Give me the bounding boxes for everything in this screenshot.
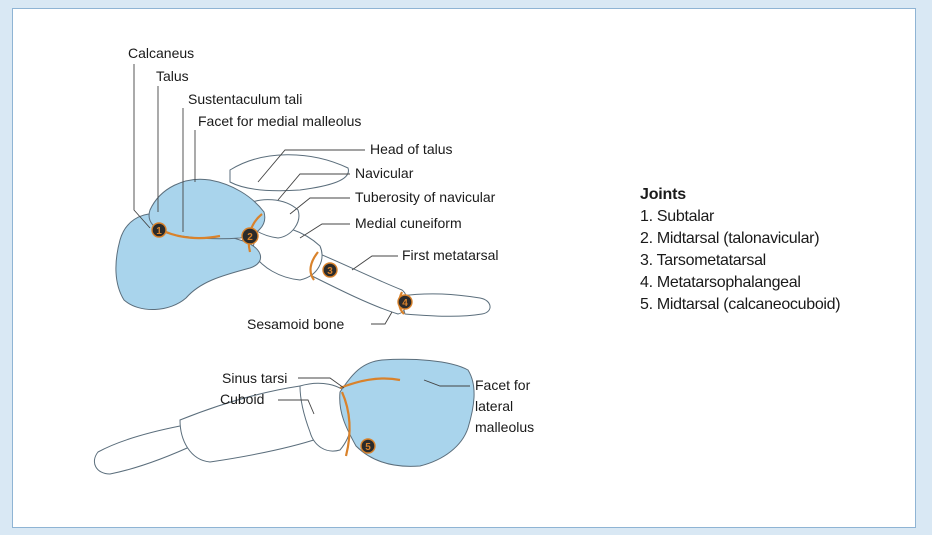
label-calcaneus: Calcaneus: [128, 45, 194, 61]
label-first-metatarsal: First metatarsal: [402, 247, 498, 263]
svg-text:3: 3: [327, 266, 333, 277]
svg-text:1: 1: [156, 226, 162, 237]
label-sinus-tarsi: Sinus tarsi: [222, 370, 287, 386]
legend-item-2: 2. Midtarsal (talonavicular): [640, 228, 840, 250]
label-facet-lateral-malleolus-2: lateral: [475, 398, 513, 414]
first-metatarsal-bone: [312, 252, 407, 314]
lateral-calcaneus-talus: [340, 359, 474, 466]
svg-text:4: 4: [402, 298, 408, 309]
label-facet-lateral-malleolus-3: malleolus: [475, 419, 534, 435]
joint-marker-2: 2: [242, 228, 258, 244]
upper-tarsal-outline: [230, 155, 348, 191]
label-sesamoid-bone: Sesamoid bone: [247, 316, 345, 332]
label-medial-cuneiform: Medial cuneiform: [355, 215, 462, 231]
phalanges: [400, 294, 490, 316]
label-tuberosity-of-navicular: Tuberosity of navicular: [355, 189, 496, 205]
joint-marker-1: 1: [152, 223, 166, 237]
lateral-view-foot: 5 Sinus tarsi Cuboid Facet for lateral m…: [94, 359, 534, 474]
label-facet-medial-malleolus: Facet for medial malleolus: [198, 113, 361, 129]
label-head-of-talus: Head of talus: [370, 141, 453, 157]
joint-marker-5: 5: [361, 439, 375, 453]
legend-title: Joints: [640, 186, 840, 204]
label-facet-lateral-malleolus-1: Facet for: [475, 377, 531, 393]
legend-item-3: 3. Tarsometatarsal: [640, 250, 840, 272]
svg-text:5: 5: [365, 442, 371, 453]
medial-view-foot: 1 2 3 4 Calcaneus Talus Sustentaculum ta…: [116, 45, 499, 332]
label-cuboid: Cuboid: [220, 391, 264, 407]
legend-item-5: 5. Midtarsal (calcaneocuboid): [640, 294, 840, 316]
svg-text:2: 2: [247, 232, 253, 243]
legend-item-1: 1. Subtalar: [640, 206, 840, 228]
joint-marker-3: 3: [323, 263, 337, 277]
joints-legend: Joints 1. Subtalar 2. Midtarsal (talonav…: [640, 186, 840, 316]
joint-marker-4: 4: [398, 295, 412, 309]
legend-item-4: 4. Metatarsophalangeal: [640, 272, 840, 294]
label-sustentaculum-tali: Sustentaculum tali: [188, 91, 302, 107]
label-talus: Talus: [156, 68, 189, 84]
label-navicular: Navicular: [355, 165, 414, 181]
